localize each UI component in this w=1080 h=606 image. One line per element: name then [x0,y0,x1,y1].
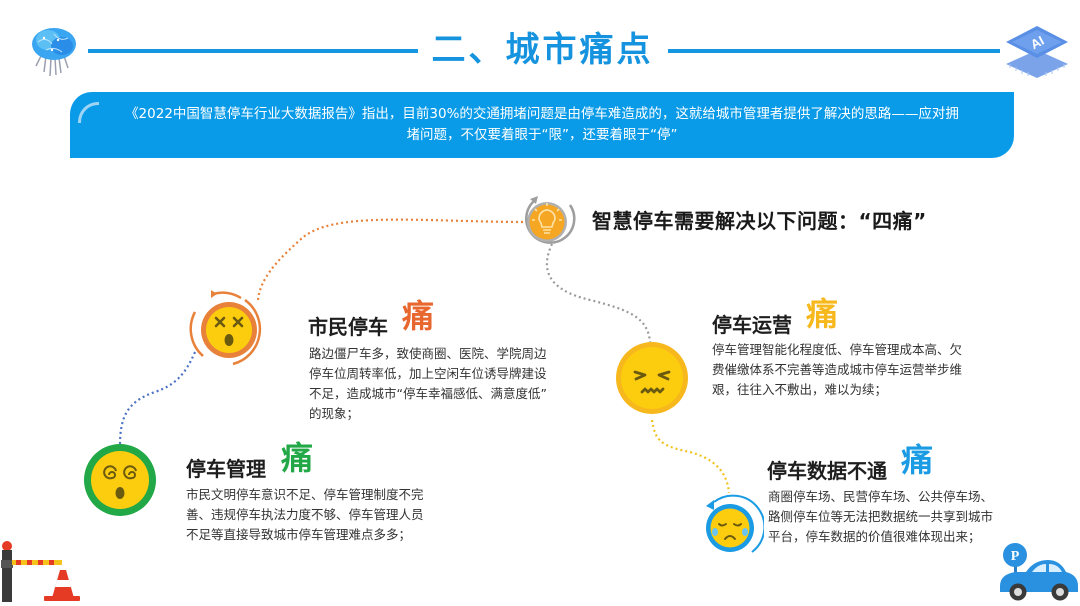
banner-line-2: 堵问题，不仅要着眼于“限”，还要着眼于“停” [406,127,678,143]
pain-1-title: 市民停车 [308,315,388,339]
pain-4-label: 痛 [901,441,934,479]
pain-2-label: 痛 [806,295,839,333]
header-rule-right [668,49,1000,53]
svg-text:AI: AI [1028,33,1047,52]
intro-banner: 《2022中国智慧停车行业大数据报告》指出，目前30%的交通拥堵问题是由停车难造… [70,92,1014,158]
pain-2-description: 停车管理智能化程度低、停车管理成本高、欠 费催缴体系不完善等造成城市停车运营举步… [712,342,963,397]
grimacing-face-icon [614,340,690,416]
pain-4-title: 停车数据不通 [767,459,887,483]
pain-4-description: 商圈停车场、民营停车场、公共停车场、 路侧停车位等无法把数据统一共享到城市 平台… [768,489,994,544]
quote-arc-icon [78,102,99,123]
page-title: 二、城市痛点 [431,30,654,70]
svg-text:P: P [1011,549,1020,564]
spiral-eyes-face-icon [82,442,158,518]
pain-1-label: 痛 [402,297,435,335]
four-pains-headline: 智慧停车需要解决以下问题：“四痛” [592,209,927,233]
dizzy-face-icon [183,288,263,368]
pain-3-description: 市民文明停车意识不足、停车管理制度不完 善、违规停车执法力度不够、停车管理人员 … [186,487,424,542]
pain-3-title: 停车管理 [186,457,266,481]
ai-chip-icon: AI [1002,20,1072,80]
brain-circuit-icon [24,20,84,80]
lightbulb-icon [520,193,578,249]
barrier-gate-cone-icon [0,538,90,602]
banner-line-1: 《2022中国智慧停车行业大数据报告》指出，目前30%的交通拥堵问题是由停车难造… [125,106,959,122]
pain-1-description: 路边僵尸车多，致使商圈、医院、学院周边 停车位周转率低，加上空闲车位诱导牌建设 … [309,346,547,421]
car-parking-icon: P [996,542,1080,602]
crying-face-icon [700,494,766,558]
pain-2-title: 停车运营 [712,313,792,337]
header-rule-left [88,49,418,53]
pain-3-label: 痛 [281,439,314,477]
